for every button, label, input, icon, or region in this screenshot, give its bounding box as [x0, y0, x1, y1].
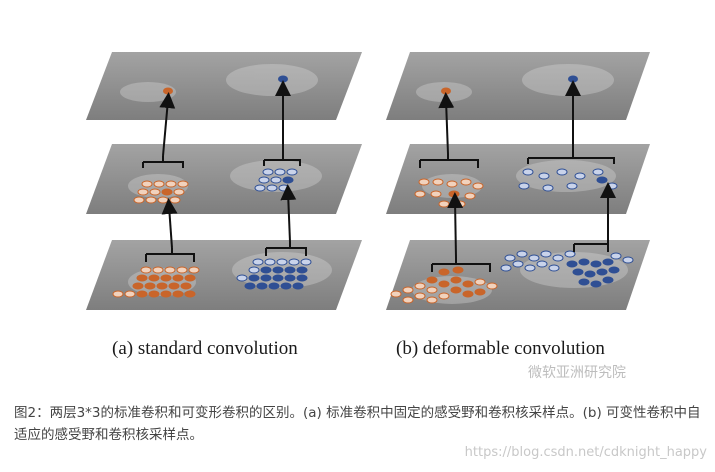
- panel-standard: [86, 52, 362, 310]
- caption-deformable: (b) deformable convolution: [396, 338, 605, 359]
- watermark-top: 微软亚洲研究院: [528, 365, 626, 381]
- figure-caption: 图2：两层3*3的标准卷积和可变形卷积的区别。(a) 标准卷积中固定的感受野和卷…: [14, 405, 701, 443]
- bottom-grid-orange: [112, 266, 200, 298]
- watermark-bottom: https://blog.csdn.net/cdknight_happy: [464, 445, 707, 460]
- output-point-blue-b: [568, 75, 578, 83]
- arrows-b: [419, 80, 616, 272]
- caption-standard: (a) standard convolution: [112, 338, 298, 359]
- middle-samples-orange: [414, 178, 484, 208]
- arrows-a: [142, 80, 307, 262]
- diagram-figure: [86, 52, 650, 310]
- output-point-orange-b: [441, 87, 451, 95]
- output-point-orange: [163, 87, 173, 95]
- panel-deformable: [386, 52, 650, 310]
- bottom-samples-orange: [390, 266, 498, 304]
- bottom-grid-blue: [236, 258, 312, 290]
- output-point-blue: [278, 75, 288, 83]
- bottom-samples-blue: [500, 250, 634, 288]
- bottom-layer-b: [386, 240, 650, 310]
- top-layer-a: [86, 52, 362, 120]
